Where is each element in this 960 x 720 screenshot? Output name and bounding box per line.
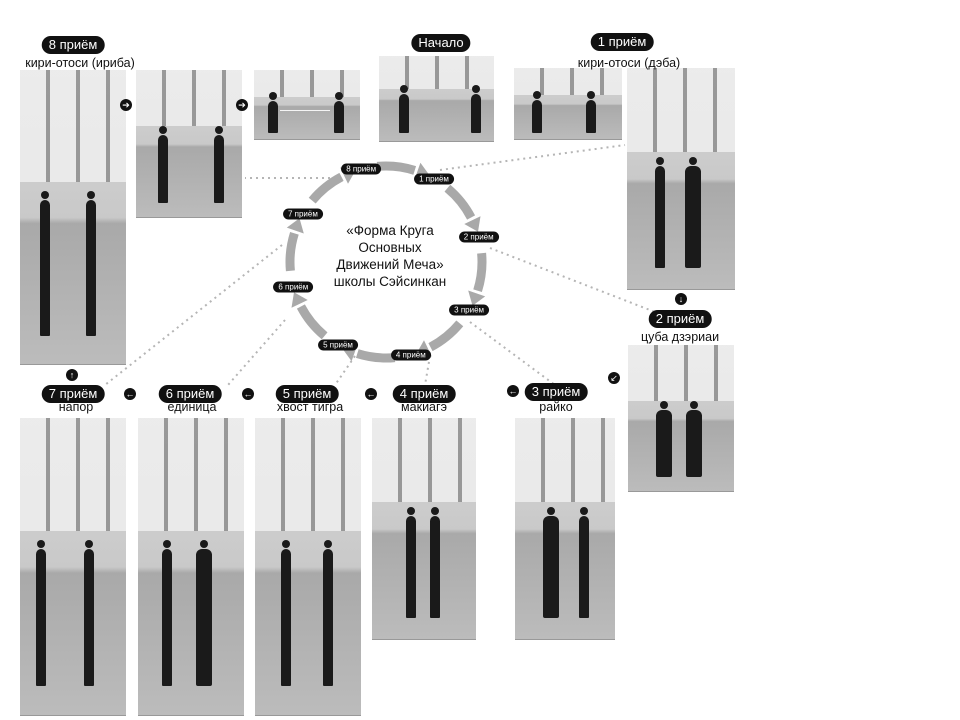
ring-arc-segment [355, 349, 396, 363]
caption-t7: напор [58, 400, 94, 414]
ring-arrowhead [291, 292, 308, 308]
photo-t1-start [514, 68, 622, 140]
ring-title: «Форма Круга Основных Движений Меча» шко… [305, 222, 475, 290]
ring-arrowhead [286, 218, 304, 234]
ring-label: 1 приём [414, 173, 454, 185]
ring-arrowhead [468, 290, 486, 306]
connector-line-7 [104, 244, 283, 386]
arrow-icon: ➔ [236, 99, 248, 111]
badge-t6: 6 приём [158, 385, 222, 403]
connector-line-1 [439, 144, 626, 171]
badge-t4: 4 приём [392, 385, 456, 403]
photo-t8-end [254, 70, 360, 140]
ring-title-line: школы Сэйсинкан [333, 274, 447, 289]
ring-label: 3 приём [449, 304, 490, 316]
arrow-icon: ➔ [120, 99, 132, 111]
badge-t7: 7 приём [41, 385, 105, 403]
ring-label: 4 приём [390, 349, 431, 361]
badge-t8: 8 приём [41, 36, 105, 54]
ring-arc-segment [473, 252, 487, 293]
ring-label: 5 приём [318, 339, 358, 351]
caption-t8: кири-отоси (ириба) [25, 56, 135, 70]
caption-t5: хвост тигра [276, 400, 344, 414]
ring-arrowhead [464, 216, 481, 232]
connector-line-4 [424, 355, 431, 386]
ring-arc-segment [296, 304, 328, 340]
arrow-icon: ← [242, 388, 254, 400]
photo-t2-column [628, 345, 734, 492]
badge-t1: 1 приём [590, 33, 654, 51]
photo-t6-column [138, 418, 244, 716]
ring-arc-segment [308, 172, 344, 204]
ring-arc-segment [376, 161, 417, 175]
photo-t8-column-1 [20, 70, 126, 365]
arrow-icon: ← [124, 388, 136, 400]
caption-t4: макиагэ [401, 400, 447, 414]
badge-t3: 3 приём [524, 383, 588, 401]
arrow-icon: ↙ [608, 372, 620, 384]
ring-label: 2 приём [458, 231, 499, 243]
photo-t8-column-2 [136, 70, 242, 218]
ring-label: 6 приём [273, 281, 314, 293]
photo-t5-column [255, 418, 361, 716]
ring-title-line: Движений Меча» [336, 257, 444, 272]
arrow-icon: ← [365, 388, 377, 400]
ring-arc-segment [285, 231, 299, 272]
photo-t4-column [372, 418, 476, 640]
arrow-icon: ↓ [675, 293, 687, 305]
ring-title-line: Основных [358, 240, 422, 255]
connector-line-6 [227, 319, 286, 386]
ring-label: 7 приём [282, 208, 323, 220]
caption-t1: кири-отоси (дэба) [577, 56, 681, 70]
ring-arc-segment [444, 184, 476, 220]
arrow-icon: ↑ [66, 369, 78, 381]
caption-t2: цуба дзэриаи [640, 330, 720, 344]
badge-t2: 2 приём [648, 310, 712, 328]
arrow-icon: ← [507, 385, 519, 397]
ring-arc-segment [428, 320, 464, 352]
photo-t3-column [515, 418, 615, 640]
badge-start: Начало [411, 34, 471, 52]
caption-t3: райко [539, 400, 573, 414]
caption-t6: единица [167, 400, 217, 414]
photo-t1-column [627, 68, 735, 290]
photo-start [379, 56, 494, 142]
badge-t5: 5 приём [275, 385, 339, 403]
ring-title-line: «Форма Круга [346, 223, 434, 238]
ring-label: 8 приём [341, 163, 382, 175]
photo-t7-column [20, 418, 126, 716]
